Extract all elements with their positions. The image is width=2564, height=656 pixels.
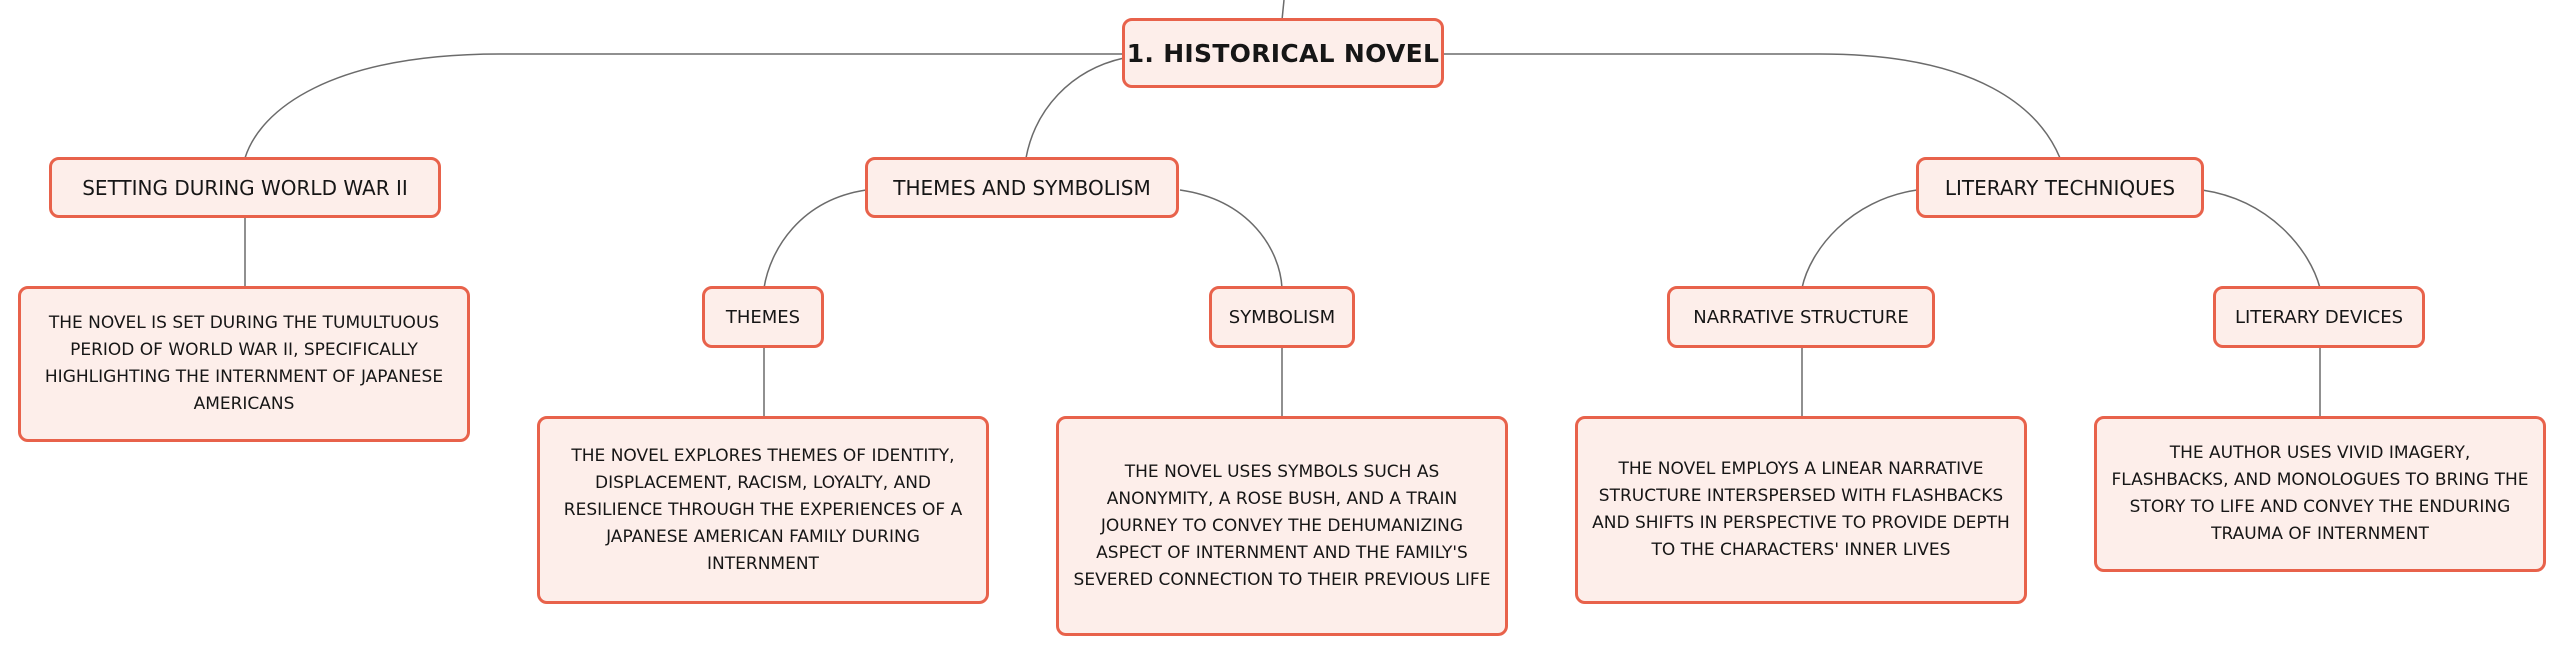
detail-themes[interactable]: THE NOVEL EXPLORES THEMES OF IDENTITY, D…	[537, 416, 989, 604]
connector-root-themes-symbolism	[1025, 57, 1125, 159]
connector-root-setting	[244, 53, 1124, 159]
connector-lt-devices	[2201, 189, 2321, 289]
node-literary-devices[interactable]: LITERARY DEVICES	[2213, 286, 2425, 348]
node-setting-world-war-ii[interactable]: SETTING DURING WORLD WAR II	[49, 157, 441, 218]
detail-narrative-structure[interactable]: THE NOVEL EMPLOYS A LINEAR NARRATIVE STR…	[1575, 416, 2027, 604]
detail-setting[interactable]: THE NOVEL IS SET DURING THE TUMULTUOUS P…	[18, 286, 470, 442]
connector-root-incoming	[1281, 0, 1285, 21]
detail-literary-devices[interactable]: THE AUTHOR USES VIVID IMAGERY, FLASHBACK…	[2094, 416, 2546, 572]
node-themes-and-symbolism[interactable]: THEMES AND SYMBOLISM	[865, 157, 1179, 218]
connector-ts-themes	[763, 189, 867, 289]
node-literary-techniques[interactable]: LITERARY TECHNIQUES	[1916, 157, 2204, 218]
connector-root-literary-techniques	[1442, 53, 2061, 159]
detail-symbolism[interactable]: THE NOVEL USES SYMBOLS SUCH AS ANONYMITY…	[1056, 416, 1508, 636]
node-narrative-structure[interactable]: NARRATIVE STRUCTURE	[1667, 286, 1935, 348]
connector-lt-narrative	[1801, 189, 1918, 289]
root-node-historical-novel[interactable]: 1. HISTORICAL NOVEL	[1122, 18, 1444, 88]
node-symbolism[interactable]: SYMBOLISM	[1209, 286, 1355, 348]
connector-ts-symbolism	[1179, 189, 1283, 289]
node-themes[interactable]: THEMES	[702, 286, 824, 348]
